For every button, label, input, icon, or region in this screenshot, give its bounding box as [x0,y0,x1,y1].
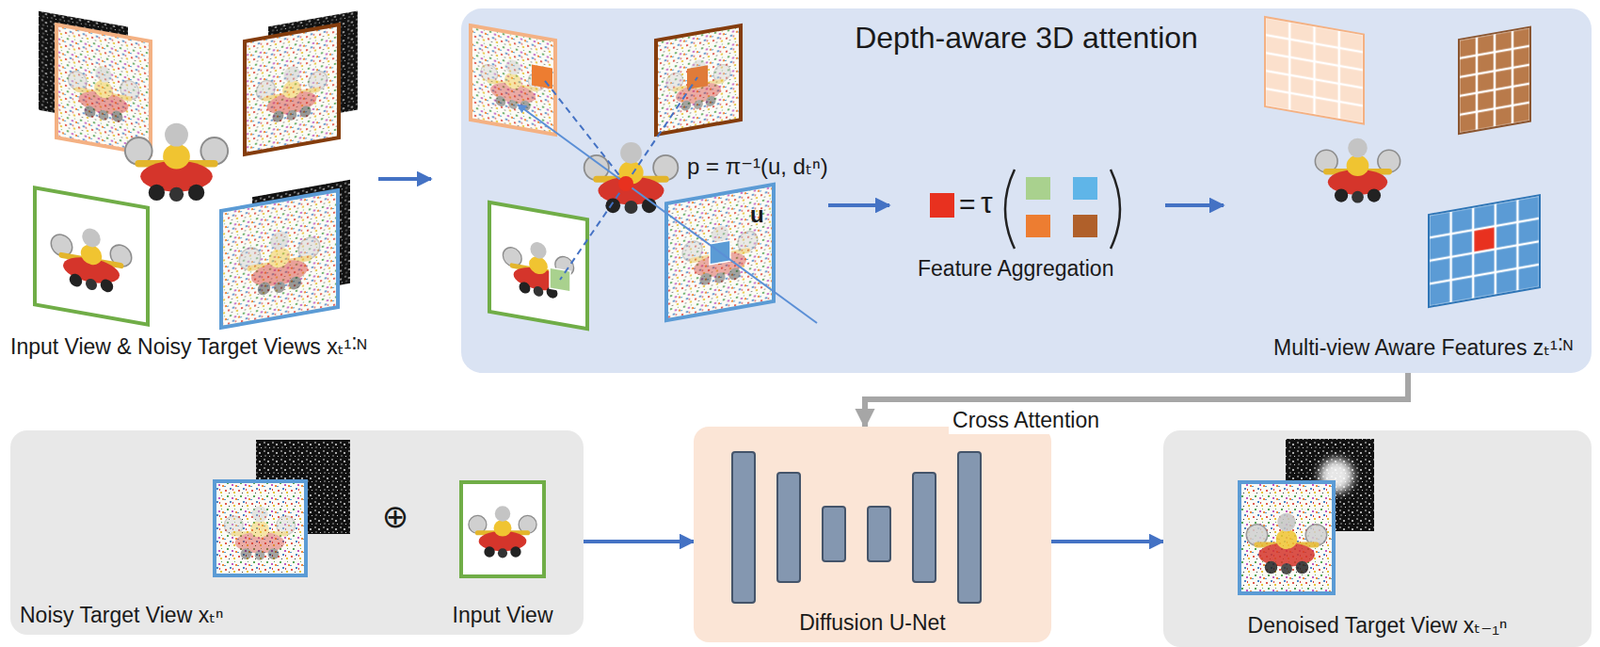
attention-illustration-part [1072,176,1098,200]
attention-illustration-part [517,104,817,323]
unet-layers-part [732,451,755,603]
attention-illustration-part [1165,203,1224,208]
attention-illustration-part [618,176,634,192]
input-views-illustration-part [244,24,339,155]
denoise-input-illustration-part [468,505,537,558]
attention-illustration-part [1072,214,1098,238]
input-views-illustration-part-part [67,60,139,128]
edge-label: Cross Attention [948,407,1104,434]
attention-illustration-part [1264,16,1364,125]
attention-illustration-part-part [682,219,758,290]
view-caption: Denoised Target View xₜ₋₁ⁿ [1248,612,1508,640]
panel-caption: Multi-view Aware Features zₜ¹˸ᴺ [1273,335,1573,362]
input-views-illustration-part-part [256,60,327,128]
input-views-illustration-part [125,123,228,202]
input-views-illustration [34,11,432,328]
attention-illustration-part-part [1264,16,1364,125]
pixel-label: u [750,201,765,229]
input-views-illustration-part-part [221,190,338,328]
cross-attention-arrow [864,372,1408,427]
unet-layers-part [912,472,936,582]
attention-illustration-part-part [1458,27,1531,134]
aggregation-caption: Feature Aggregation [917,256,1114,283]
denoised-view-illustration [1239,438,1375,593]
projection-formula: p = π⁻¹(u, dₜⁿ) [687,153,829,181]
attention-illustration-part [1005,169,1015,249]
box-title: Diffusion U-Net [799,609,946,637]
input-views-illustration-part-part [56,24,151,155]
attention-illustration-part-part [1428,194,1540,307]
input-views-illustration-part-part [34,187,148,324]
input-views-illustration-part-part [239,224,320,300]
denoise-input-illustration-part [214,480,306,576]
input-views-illustration-part [221,190,338,328]
attention-illustration-part-part [489,202,588,329]
attention-illustration-part [1025,176,1051,200]
attention-illustration-part [542,77,626,184]
attention-illustration-part [584,142,679,214]
view-caption: Input View & Noisy Target Views xₜ¹˸ᴺ [10,334,367,361]
unet-layers-part [822,506,846,561]
attention-illustration-part [1458,27,1531,134]
attention-illustration-part [1428,194,1540,307]
view-caption: Input View [452,602,554,629]
denoise-input-illustration-part [224,505,295,560]
attention-illustration [470,16,1540,329]
attention-illustration-part-part [502,236,574,304]
attention-illustration-part-part [1264,16,1364,125]
input-views-illustration-part [56,24,151,155]
attention-illustration-part [929,192,955,218]
concat-symbol: ⊕ [382,496,410,536]
view-caption: Noisy Target View xₜⁿ [19,602,224,629]
aggregation-function: τ [980,184,993,221]
denoised-view-illustration-part [1239,481,1334,593]
attention-illustration-part [470,25,556,135]
attention-illustration-part-part [1458,27,1531,134]
panel-title: Depth-aware 3D attention [854,19,1199,56]
attention-illustration-part-part [656,25,741,135]
attention-illustration-part-part [1458,27,1531,134]
attention-illustration-part-part [666,54,731,115]
input-views-illustration-part-part [50,221,132,297]
input-views-illustration-part-part [244,24,339,155]
attention-illustration-part [625,77,698,184]
attention-illustration-part [828,203,890,208]
attention-illustration-part-part [1428,194,1540,307]
denoise-input-illustration [214,439,544,576]
denoise-input-illustration-part [461,481,544,576]
attention-illustration-part-part [1264,16,1364,125]
attention-illustration-part [489,202,588,329]
attention-illustration-part-part [549,267,571,292]
unet-layers [732,451,981,603]
flow-arrow [583,539,694,544]
output-panel: Denoised Target View xₜ₋₁ⁿ [1163,430,1592,647]
attention-illustration-part-part [470,25,556,135]
equals-sign: = [959,187,976,222]
attention-illustration-part [1110,169,1120,249]
attention-illustration-part [1025,214,1051,238]
input-views-illustration-part [34,187,148,324]
unet-layers-part [958,451,981,603]
attention-illustration-part [1314,138,1400,204]
denoised-view-illustration-part [1246,512,1328,575]
flow-arrow [1051,539,1164,544]
attention-illustration-part [560,183,626,280]
unet-layers-part [867,506,891,561]
attention-illustration-part-part [1428,194,1540,307]
attention-illustration-part [656,25,741,135]
unet-layers-part [777,472,800,582]
input-views-illustration-part [378,176,432,181]
